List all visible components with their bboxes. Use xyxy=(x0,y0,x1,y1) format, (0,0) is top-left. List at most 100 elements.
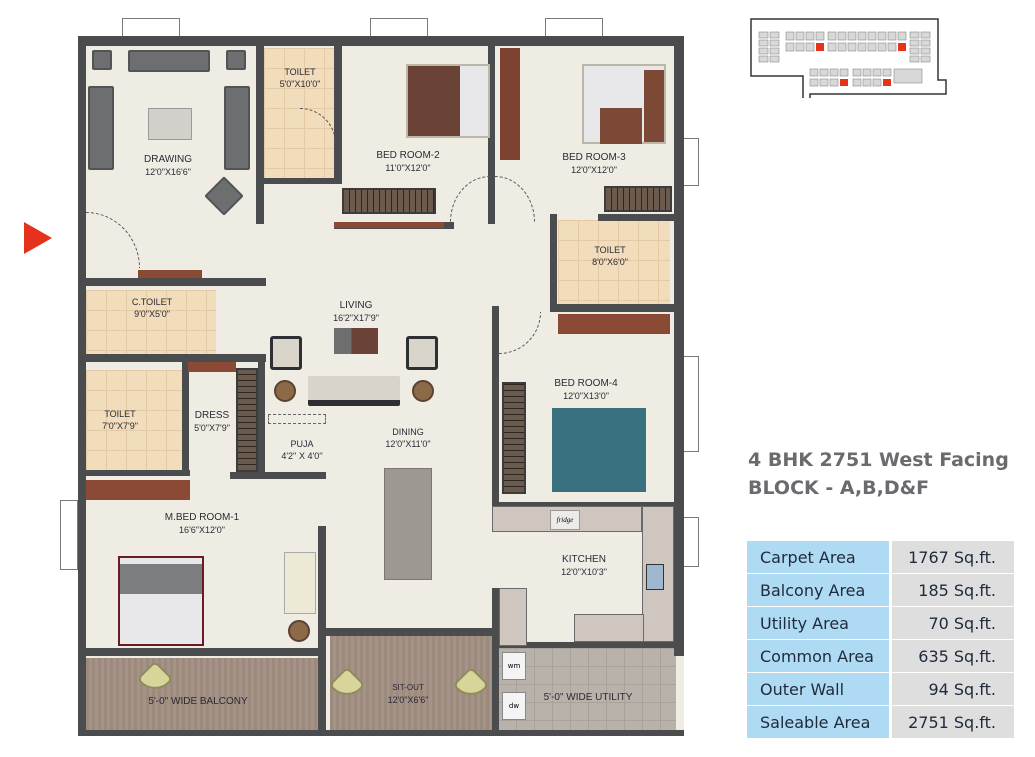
center-table-living xyxy=(334,328,378,354)
window-top-bedroom3 xyxy=(545,18,603,38)
dining-table xyxy=(384,468,432,580)
window-right-bedroom4 xyxy=(683,356,699,452)
wall-puja-bottom xyxy=(230,472,326,479)
window-left-mbedroom xyxy=(60,500,78,570)
fridge: fridge xyxy=(550,510,580,530)
stool-living-right xyxy=(412,380,434,402)
wall-toilet2-bottom xyxy=(550,304,676,312)
key-plan-diagram xyxy=(750,18,947,98)
armchair-living-right xyxy=(406,336,438,370)
wall-dress-right xyxy=(258,354,265,479)
area-value: 94 Sq.ft. xyxy=(892,673,1014,705)
bed-bedroom2 xyxy=(406,64,490,138)
area-value: 70 Sq.ft. xyxy=(892,607,1014,639)
sofa-drawing-left xyxy=(88,86,114,170)
door-main-entry[interactable] xyxy=(86,212,140,268)
sofa-drawing-right xyxy=(224,86,250,170)
armchair-living-left xyxy=(270,336,302,370)
balcony-floor xyxy=(86,658,322,730)
door-bedroom3[interactable] xyxy=(495,176,535,222)
wardrobe-bed3 xyxy=(604,186,672,212)
wardrobe-dress xyxy=(236,368,258,472)
shelf-mbed xyxy=(86,480,190,500)
washing-machine: wm xyxy=(502,652,526,680)
wall-toilet3-bottom xyxy=(86,470,190,476)
wall-bed4-left xyxy=(492,306,499,506)
wall-utility-top xyxy=(492,642,676,648)
bed-mbedroom xyxy=(118,556,204,646)
plan-title-line1: 4 BHK 2751 West Facing xyxy=(748,449,1009,471)
area-label: Carpet Area xyxy=(747,541,892,573)
area-label: Common Area xyxy=(747,640,892,672)
outer-wall-bottom xyxy=(78,730,684,736)
wall-sitout-top xyxy=(326,628,496,636)
kitchen-counter-bottom xyxy=(574,614,644,642)
bed-bedroom4 xyxy=(552,408,646,492)
sofa-mbedroom xyxy=(284,552,316,614)
area-label: Outer Wall xyxy=(747,673,892,705)
window-top-drawing xyxy=(122,18,180,38)
c-toilet-floor xyxy=(86,290,216,354)
armchair-drawing xyxy=(204,176,244,216)
wall-toilet-bed2 xyxy=(334,44,342,184)
area-label: Utility Area xyxy=(747,607,892,639)
area-value: 1767 Sq.ft. xyxy=(892,541,1014,573)
coffee-table-drawing xyxy=(148,108,192,140)
door-bedroom2[interactable] xyxy=(450,176,490,222)
wall-drawing-bottom xyxy=(86,278,266,286)
puja-shelf xyxy=(268,414,326,424)
wall-drawing-toilet xyxy=(256,44,264,224)
wall-kitchen-left xyxy=(492,588,499,730)
wall-toilet2-left xyxy=(550,214,557,310)
wall-bed2-bed3 xyxy=(488,44,495,224)
side-table-left xyxy=(92,50,112,70)
entry-arrow-icon xyxy=(24,222,52,254)
stove-icon xyxy=(646,564,664,590)
outer-wall-top xyxy=(78,36,684,46)
plan-title-line2: BLOCK - A,B,D&F xyxy=(748,477,930,499)
kitchen-counter-left xyxy=(499,588,527,646)
wall-bed4-bottom xyxy=(492,502,676,509)
toilet-2-floor xyxy=(558,220,670,304)
wall-mbed-bottom xyxy=(86,648,326,656)
sofa-drawing-top xyxy=(128,50,210,72)
wall-toilet3-right xyxy=(182,362,189,472)
shelf-bed3-divider xyxy=(500,48,520,160)
area-value: 635 Sq.ft. xyxy=(892,640,1014,672)
wall-toilet1-bottom xyxy=(264,178,336,184)
area-label: Saleable Area xyxy=(747,706,892,738)
utility-floor xyxy=(498,648,676,730)
area-label: Balcony Area xyxy=(747,574,892,606)
sofa-living xyxy=(308,376,400,406)
shelf-bed4 xyxy=(558,314,670,334)
outer-wall-left xyxy=(78,36,86,736)
room-balcony: 5'-0" WIDE BALCONY xyxy=(148,696,248,707)
outer-wall-right xyxy=(674,36,684,656)
wardrobe-bed4 xyxy=(502,382,526,494)
window-right-bedroom3 xyxy=(683,138,699,186)
dishwasher: dw xyxy=(502,692,526,720)
plan-title: 4 BHK 2751 West Facing BLOCK - A,B,D&F xyxy=(748,446,1009,502)
door-bedroom4[interactable] xyxy=(499,312,541,354)
area-value: 185 Sq.ft. xyxy=(892,574,1014,606)
wall-bed3-bottom xyxy=(598,214,676,221)
shelf-drawing xyxy=(138,270,202,278)
